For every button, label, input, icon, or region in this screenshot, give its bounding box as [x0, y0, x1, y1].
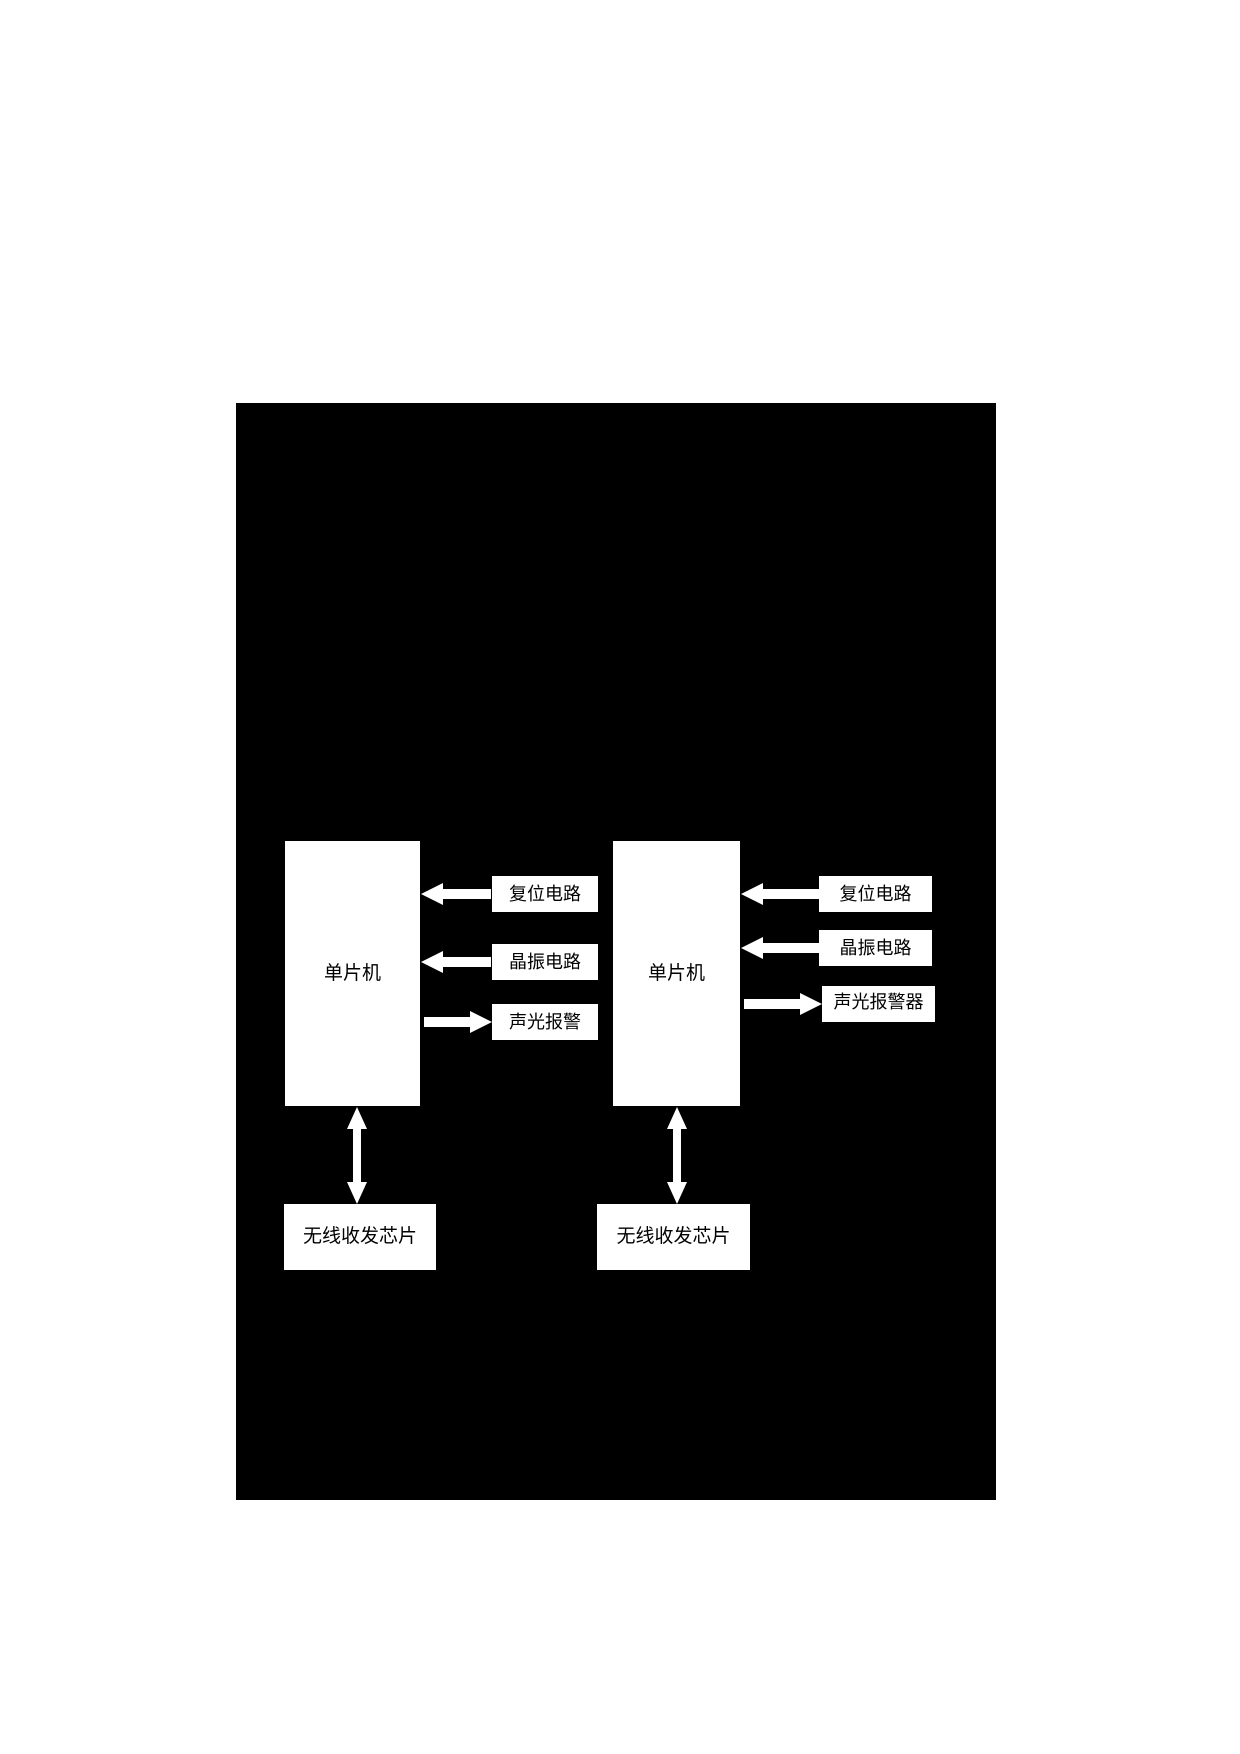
node-right-reset-circuit[interactable]: 复位电路: [819, 876, 932, 912]
edge-right-reset-to-mcu-arrow: [741, 881, 819, 907]
node-right-alarm[interactable]: 声光报警器: [822, 986, 935, 1022]
node-right-radio-chip[interactable]: 无线收发芯片: [597, 1204, 750, 1270]
node-right-reset-circuit-label: 复位电路: [839, 883, 912, 904]
node-right-alarm-label: 声光报警器: [833, 992, 924, 1012]
node-right-mcu[interactable]: 单片机: [613, 841, 740, 1106]
node-right-crystal-circuit-label: 晶振电路: [839, 937, 912, 958]
edge-left-crystal-to-mcu-arrow: [421, 949, 491, 975]
edge-right-mcu-to-alarm-arrow: [744, 991, 822, 1017]
node-left-radio-chip-label: 无线收发芯片: [302, 1226, 417, 1248]
figure-panel: 单片机 复位电路 晶振电路 声光报警 无线收发芯片: [236, 403, 996, 1500]
node-left-alarm[interactable]: 声光报警: [492, 1004, 598, 1040]
node-left-crystal-circuit-label: 晶振电路: [509, 951, 581, 972]
node-right-mcu-label: 单片机: [647, 962, 705, 984]
node-left-mcu-label: 单片机: [323, 962, 381, 984]
node-right-radio-chip-label: 无线收发芯片: [616, 1226, 731, 1248]
node-left-alarm-label: 声光报警: [509, 1011, 581, 1032]
node-left-reset-circuit[interactable]: 复位电路: [492, 876, 598, 912]
node-left-reset-circuit-label: 复位电路: [509, 883, 581, 904]
node-left-mcu[interactable]: 单片机: [285, 841, 420, 1106]
node-left-crystal-circuit[interactable]: 晶振电路: [492, 944, 598, 980]
edge-left-mcu-to-alarm-arrow: [424, 1009, 492, 1035]
edge-right-mcu-radio-double-arrow: [665, 1107, 689, 1204]
edge-left-reset-to-mcu-arrow: [421, 881, 491, 907]
node-left-radio-chip[interactable]: 无线收发芯片: [284, 1204, 436, 1270]
node-right-crystal-circuit[interactable]: 晶振电路: [819, 930, 932, 966]
edge-left-mcu-radio-double-arrow: [345, 1107, 369, 1204]
edge-right-crystal-to-mcu-arrow: [741, 935, 819, 961]
